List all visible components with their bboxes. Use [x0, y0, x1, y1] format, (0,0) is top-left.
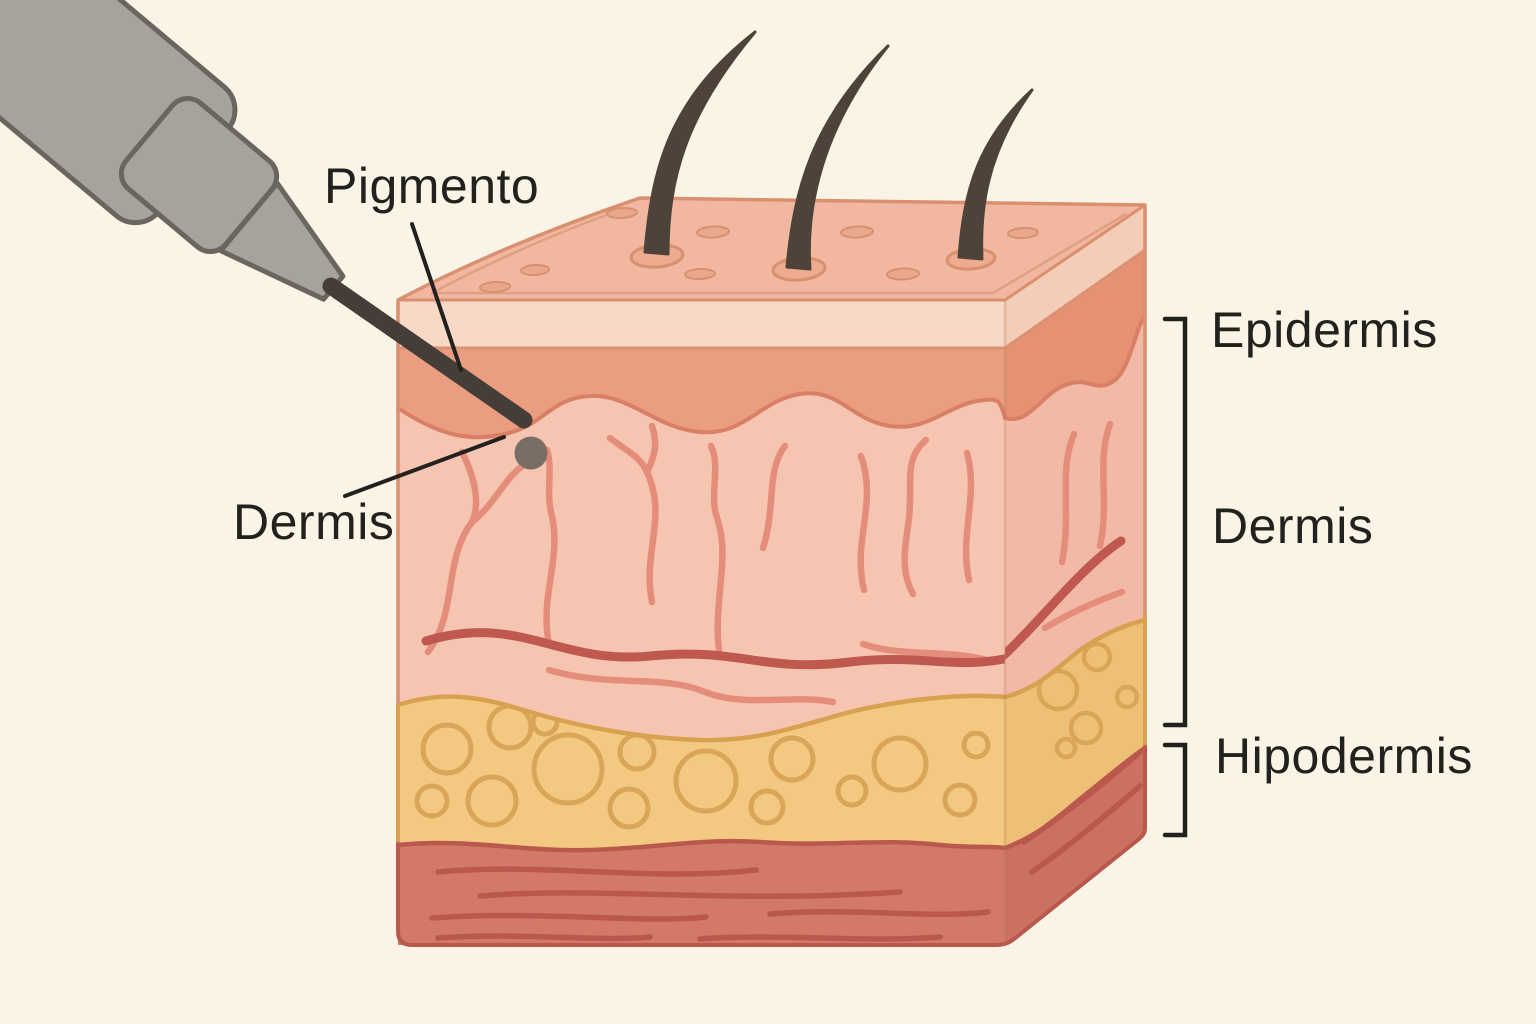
hairs — [629, 30, 1034, 282]
dermis-fat-boundary — [395, 617, 1148, 743]
epidermis-band-right — [1005, 250, 1145, 420]
hair-1 — [643, 30, 757, 256]
pigment-dot — [514, 436, 548, 470]
pigmento-pointer-line — [410, 222, 463, 372]
surface-bevel-front — [398, 300, 1005, 348]
hair-3 — [957, 88, 1034, 261]
epidermis-band-front — [398, 348, 1005, 438]
block-outline — [396, 196, 1147, 947]
fat-cells-right — [1036, 641, 1140, 760]
muscle-streaks-front — [429, 866, 991, 942]
skin-front-face — [398, 300, 1005, 945]
tattoo-machine — [0, 0, 533, 429]
fat-cells-front — [414, 703, 991, 830]
skin-block — [395, 30, 1148, 947]
dermis-right — [1005, 315, 1145, 697]
dermis-pointer-line — [343, 435, 506, 498]
fat-muscle-boundary — [395, 745, 1148, 853]
epidermis-boundary — [396, 313, 1147, 440]
hipodermis-bracket — [1162, 742, 1188, 838]
hypodermis-fat-right — [1005, 620, 1145, 848]
muscle-right — [1005, 748, 1145, 945]
dermis-label: Dermis — [1212, 498, 1374, 554]
dermis-pointer-label: Dermis — [233, 494, 395, 550]
pores — [479, 206, 1039, 294]
annotation-lines — [343, 222, 1188, 838]
epidermis-dermis-bracket — [1162, 316, 1188, 728]
main-vessel — [421, 628, 1005, 670]
layer-boundaries — [395, 203, 1148, 947]
skin-right-face — [1005, 205, 1145, 945]
epidermis-label: Epidermis — [1211, 302, 1438, 358]
blood-vessels-front — [421, 422, 1005, 706]
hair-2 — [785, 44, 890, 271]
surface-bevel-right — [1005, 205, 1145, 348]
top-right-edge — [1003, 203, 1147, 302]
needle — [322, 277, 533, 429]
hipodermis-label: Hipodermis — [1215, 728, 1473, 784]
machine-nose — [218, 180, 346, 302]
blood-vessels-right — [1005, 420, 1126, 660]
pigmento-label: Pigmento — [324, 158, 540, 214]
bevel-boundary — [396, 248, 1147, 350]
